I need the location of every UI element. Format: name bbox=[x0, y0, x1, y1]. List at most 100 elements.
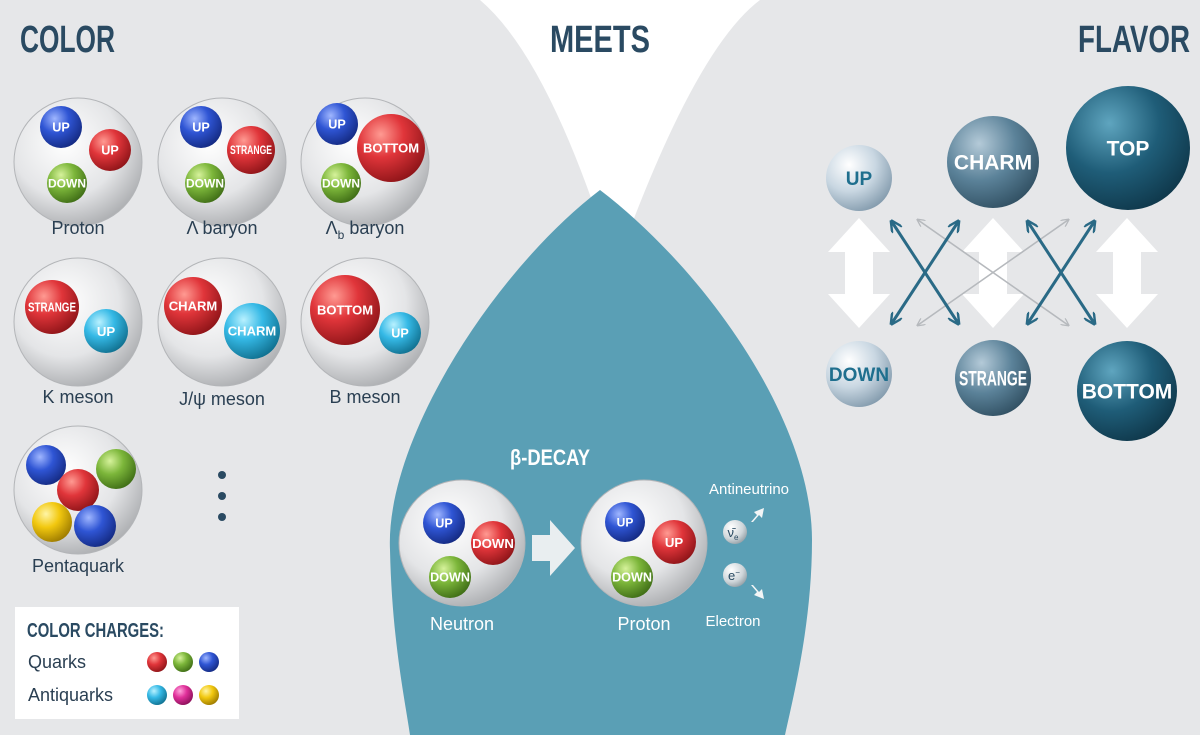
hadron-name-suffix: baryon bbox=[344, 218, 404, 238]
antineutrino-symbol-main: ν̄ bbox=[728, 525, 737, 540]
electron-particle: e− bbox=[723, 563, 747, 587]
flavor-label: CHARM bbox=[954, 152, 1032, 175]
beta-decay-panel: β-DECAY UP DOWN DOWN Neutron UP UP DOWN Proton An… bbox=[398, 445, 789, 634]
flavor-up-quark: UP bbox=[826, 145, 892, 211]
quark: DOWN bbox=[611, 556, 653, 598]
hadron-name: Λ baryon bbox=[186, 218, 257, 238]
hadron-j-meson: CHARM CHARM J/ψ meson bbox=[157, 257, 287, 409]
quark: UP bbox=[40, 106, 82, 148]
quark: UP bbox=[379, 312, 421, 354]
hadron-name-main: Λ bbox=[326, 218, 338, 238]
legend-swatch-cyan bbox=[147, 685, 167, 705]
top-bottom-transition-arrow bbox=[1096, 218, 1158, 328]
quark: DOWN bbox=[471, 521, 515, 565]
quark-label: UP bbox=[617, 515, 634, 529]
weak-mixing-arrow bbox=[1028, 222, 1094, 323]
quark-label: DOWN bbox=[322, 176, 360, 190]
hadron-pentaquark: Pentaquark bbox=[13, 425, 143, 576]
legend-swatch-green bbox=[173, 652, 193, 672]
legend-row: Quarks bbox=[28, 652, 219, 672]
quark: DOWN bbox=[185, 163, 225, 203]
quark: UP bbox=[423, 502, 465, 544]
quark: BOTTOM bbox=[357, 114, 425, 182]
antineutrino-symbol: ν̄e bbox=[728, 525, 740, 542]
flavor-label: DOWN bbox=[829, 365, 889, 386]
meets-overlap-region bbox=[389, 190, 812, 735]
quark-label: UP bbox=[192, 121, 210, 135]
quark bbox=[32, 502, 72, 542]
legend-swatch-red bbox=[147, 652, 167, 672]
more-hadrons-ellipsis bbox=[218, 471, 226, 521]
legend-row-label: Quarks bbox=[28, 652, 86, 672]
quark-label: UP bbox=[665, 535, 684, 550]
beta-decay-title: β-DECAY bbox=[510, 445, 590, 470]
quark bbox=[74, 505, 116, 547]
decay-before-name: Neutron bbox=[430, 614, 494, 634]
antineutrino-subscript: e bbox=[734, 533, 739, 542]
quark: UP bbox=[316, 103, 358, 145]
hadron-name-main: K meson bbox=[42, 387, 113, 407]
flavor-down-quark: DOWN bbox=[826, 341, 892, 407]
quark-label: BOTTOM bbox=[363, 141, 419, 156]
quark: UP bbox=[605, 502, 645, 542]
hadron-b-meson: BOTTOM UP B meson bbox=[300, 257, 430, 407]
flavor-bottom-quark: BOTTOM bbox=[1077, 341, 1177, 441]
flavor-label: STRANGE bbox=[959, 368, 1027, 391]
quark-label: DOWN bbox=[48, 176, 86, 190]
hadron-name: Pentaquark bbox=[32, 556, 125, 576]
title-meets: MEETS bbox=[550, 19, 650, 61]
flavor-label: TOP bbox=[1107, 138, 1150, 161]
quark: DOWN bbox=[321, 163, 361, 203]
quark: DOWN bbox=[429, 556, 471, 598]
quark-label: STRANGE bbox=[230, 145, 272, 157]
hadron-name-main: J/ψ meson bbox=[179, 389, 265, 409]
hadron--: UP BOTTOM DOWN Λb baryon bbox=[300, 97, 430, 242]
quark-label: UP bbox=[101, 144, 119, 158]
legend-row-label: Antiquarks bbox=[28, 685, 113, 705]
quark: CHARM bbox=[224, 303, 280, 359]
weak-mixing-arrow bbox=[892, 222, 958, 323]
quark: UP bbox=[84, 309, 128, 353]
quark: BOTTOM bbox=[310, 275, 380, 345]
title-flavor: FLAVOR bbox=[1078, 19, 1190, 61]
up-down-transition-arrow bbox=[828, 218, 890, 328]
quark-label: UP bbox=[435, 517, 453, 531]
antineutrino-label: Antineutrino bbox=[709, 481, 789, 498]
flavor-label: UP bbox=[846, 169, 873, 190]
quark: CHARM bbox=[164, 277, 222, 335]
quark-label: UP bbox=[52, 121, 70, 135]
quark: DOWN bbox=[47, 163, 87, 203]
quark bbox=[96, 449, 136, 489]
quark-label: UP bbox=[97, 324, 116, 339]
quark-label: DOWN bbox=[472, 536, 514, 551]
hadron-name: Λb baryon bbox=[326, 218, 405, 242]
flavor-panel: UP CHARM TOP DOWN STRANGE BOTTOM bbox=[826, 86, 1190, 441]
antineutrino-direction-arrow bbox=[751, 508, 764, 522]
electron-symbol: e− bbox=[728, 568, 740, 583]
quark-label: BOTTOM bbox=[317, 303, 373, 318]
hadron-name: K meson bbox=[42, 387, 113, 407]
decay-arrow bbox=[532, 520, 575, 576]
legend-swatch-blue bbox=[199, 652, 219, 672]
legend-swatch-magenta bbox=[173, 685, 193, 705]
quark-label: UP bbox=[328, 118, 346, 132]
quark-label: CHARM bbox=[169, 299, 217, 314]
decay-after-name: Proton bbox=[617, 614, 670, 634]
quark-label: CHARM bbox=[228, 324, 276, 339]
quark-label: DOWN bbox=[430, 571, 470, 585]
electron-direction-arrow bbox=[751, 585, 764, 599]
quark bbox=[26, 445, 66, 485]
hadron-name: B meson bbox=[329, 387, 400, 407]
hadron-name-main: B meson bbox=[329, 387, 400, 407]
electron-superscript: − bbox=[735, 568, 740, 577]
hadron-name: J/ψ meson bbox=[179, 389, 265, 409]
legend-title: COLOR CHARGES: bbox=[27, 620, 164, 642]
hadron-name-main: Λ baryon bbox=[186, 218, 257, 238]
quark: UP bbox=[652, 520, 696, 564]
decay-after-hadron: UP UP DOWN Proton bbox=[580, 479, 708, 634]
flavor-charm-quark: CHARM bbox=[947, 116, 1039, 208]
hadron-name: Proton bbox=[51, 218, 104, 238]
quark-label: DOWN bbox=[186, 176, 224, 190]
